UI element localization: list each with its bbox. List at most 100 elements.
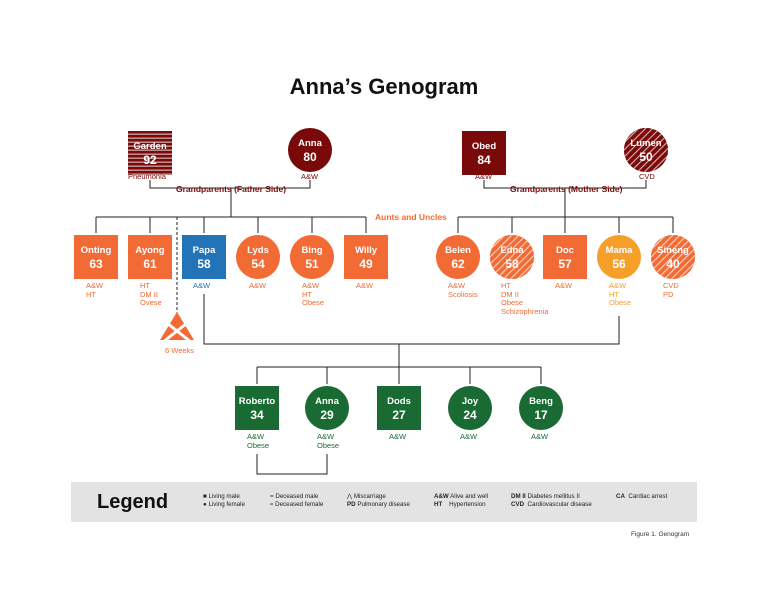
notes-obed: A&W: [475, 172, 493, 181]
person-name: Beng: [529, 395, 553, 407]
notes-dods: A&W: [389, 432, 407, 441]
person-age: 63: [89, 257, 103, 271]
person-name: Roberto: [238, 395, 276, 407]
notes-lyds: A&W: [249, 281, 267, 290]
person-ayong: Ayong 61: [128, 235, 172, 279]
person-name: Edna: [500, 244, 524, 256]
person-belen: Belen 62: [436, 235, 480, 279]
notes-willy: A&W: [356, 281, 374, 290]
person-age: 40: [666, 257, 680, 271]
person-age: 29: [320, 408, 334, 422]
person-name: Onting: [80, 244, 112, 256]
person-name: Obed: [471, 140, 497, 152]
notes-garden: Pneumonia: [128, 172, 166, 181]
person-name: Papa: [192, 244, 216, 256]
person-name: Dods: [387, 395, 411, 407]
person-edna: Edna 58: [490, 235, 534, 279]
person-name: Joy: [461, 395, 479, 407]
person-garden: Garden 92: [128, 131, 172, 175]
person-willy: Willy 49: [344, 235, 388, 279]
person-age: 54: [251, 257, 265, 271]
person-dods: Dods 27: [377, 386, 421, 430]
person-bing: Bing 51: [290, 235, 334, 279]
person-age: 51: [305, 257, 319, 271]
notes-doc: A&W: [555, 281, 573, 290]
person-name: Garden: [133, 140, 167, 152]
person-name: Ayong: [135, 244, 165, 256]
person-name: Belen: [445, 244, 471, 256]
legend-dm-cvd: DM II Diabetes mellitus II CVD Cardiovas…: [511, 493, 592, 508]
person-age: 80: [303, 150, 317, 164]
person-age: 57: [558, 257, 572, 271]
notes-beng: A&W: [531, 432, 549, 441]
deceased-stripes: [490, 235, 534, 279]
person-name: Lyds: [247, 244, 269, 256]
notes-joy: A&W: [460, 432, 478, 441]
label-miscarriage: 6 Weeks: [165, 346, 195, 355]
notes-lumen: CVD: [639, 172, 655, 181]
legend-panel: [71, 482, 697, 522]
miscarriage-legend-icon: ⋀: [347, 493, 353, 500]
person-age: 56: [612, 257, 626, 271]
deceased-stripes: [624, 128, 668, 172]
person-lumen: Lumen 50: [624, 128, 668, 172]
person-name: Willy: [354, 244, 378, 256]
person-age: 84: [477, 153, 491, 167]
legend-title: Legend: [97, 491, 169, 513]
person-name: Mama: [605, 244, 633, 256]
deceased-stripes: [651, 235, 695, 279]
notes-anna-grandmother: A&W: [301, 172, 319, 181]
person-name: Doc: [556, 244, 574, 256]
person-papa: Papa 58: [182, 235, 226, 279]
person-age: 27: [392, 408, 406, 422]
person-onting: Onting 63: [74, 235, 118, 279]
person-age: 24: [463, 408, 477, 422]
person-anna-grandmother: Anna 80: [288, 128, 332, 172]
miscarriage-icon: [160, 312, 194, 344]
person-anna: Anna 29: [305, 386, 349, 430]
person-obed: Obed 84: [462, 131, 506, 175]
label-aunts-uncles: Aunts and Uncles: [375, 212, 447, 222]
person-age: 50: [639, 150, 653, 164]
label-grandparents-mother: Grandparents (Mother Side): [510, 184, 623, 194]
person-age: 49: [359, 257, 373, 271]
legend-ca: CA Cardiac arrest: [616, 493, 668, 500]
page-title: Anna’s Genogram: [289, 74, 479, 99]
legend-aw-ht: A&W Alive and well HT Hypertension: [434, 493, 489, 508]
legend-misc-pd: ⋀ Miscarriage PD Pulmonary disease: [347, 493, 410, 508]
person-age: 61: [143, 257, 157, 271]
person-age: 34: [250, 408, 264, 422]
figure-caption: Figure 1. Genogram: [631, 531, 690, 538]
deceased-male-icon: =: [270, 493, 274, 500]
person-age: 92: [143, 153, 157, 167]
person-name: Bing: [301, 244, 323, 256]
deceased-stripes: [128, 131, 172, 175]
person-mama: Mama 56: [597, 235, 641, 279]
person-name: Anna: [298, 137, 322, 149]
person-age: 58: [197, 257, 211, 271]
person-age: 17: [534, 408, 548, 422]
person-age: 58: [505, 257, 519, 271]
person-sineng: Sineng 40: [651, 235, 695, 279]
person-name: Lumen: [630, 137, 662, 149]
person-doc: Doc 57: [543, 235, 587, 279]
person-joy: Joy 24: [448, 386, 492, 430]
living-female-icon: ●: [203, 501, 207, 508]
person-lyds: Lyds 54: [236, 235, 280, 279]
label-grandparents-father: Grandparents (Father Side): [176, 184, 287, 194]
living-male-icon: ■: [203, 493, 207, 500]
person-age: 62: [451, 257, 465, 271]
notes-papa: A&W: [193, 281, 211, 290]
legend-living: ■ Living male ● Living female: [203, 493, 245, 508]
